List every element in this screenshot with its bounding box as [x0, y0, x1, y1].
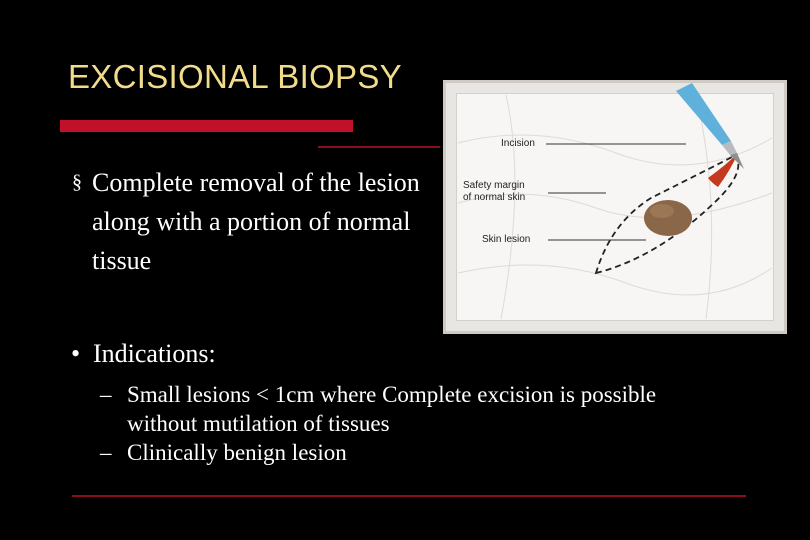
label-safety-margin-1: Safety margin	[463, 180, 525, 191]
dash-bullet-icon: –	[100, 382, 112, 407]
indication-item: – Clinically benign lesion	[100, 438, 720, 467]
label-incision: Incision	[501, 138, 535, 149]
incision-cut	[708, 153, 738, 187]
excision-diagram	[457, 83, 773, 320]
indications-list: – Small lesions < 1cm where Complete exc…	[100, 380, 720, 467]
dash-bullet-icon: –	[100, 440, 112, 465]
divider-line-bottom	[72, 495, 746, 497]
skin-texture	[457, 94, 773, 320]
label-skin-lesion: Skin lesion	[482, 234, 531, 245]
lesion-highlight	[650, 204, 674, 218]
bullet-indications: • Indications:	[58, 337, 216, 371]
square-bullet-icon: §	[72, 171, 82, 193]
title-underline-bar	[60, 120, 353, 132]
indication-text: Clinically benign lesion	[127, 440, 347, 465]
indication-item: – Small lesions < 1cm where Complete exc…	[100, 380, 720, 438]
divider-line-top	[318, 146, 440, 148]
label-leader-lines	[546, 143, 686, 241]
scalpel-icon	[676, 83, 744, 169]
excision-illustration: Incision Safety margin of normal skin Sk…	[443, 80, 787, 334]
round-bullet-icon: •	[70, 339, 81, 368]
indications-label: Indications:	[93, 339, 216, 368]
label-safety-margin-2: of normal skin	[463, 192, 526, 203]
slide-title: EXCISIONAL BIOPSY	[68, 58, 402, 95]
definition-text: Complete removal of the lesion along wit…	[92, 168, 420, 275]
bullet-definition: § Complete removal of the lesion along w…	[72, 163, 452, 280]
indication-text: Small lesions < 1cm where Complete excis…	[127, 382, 657, 436]
